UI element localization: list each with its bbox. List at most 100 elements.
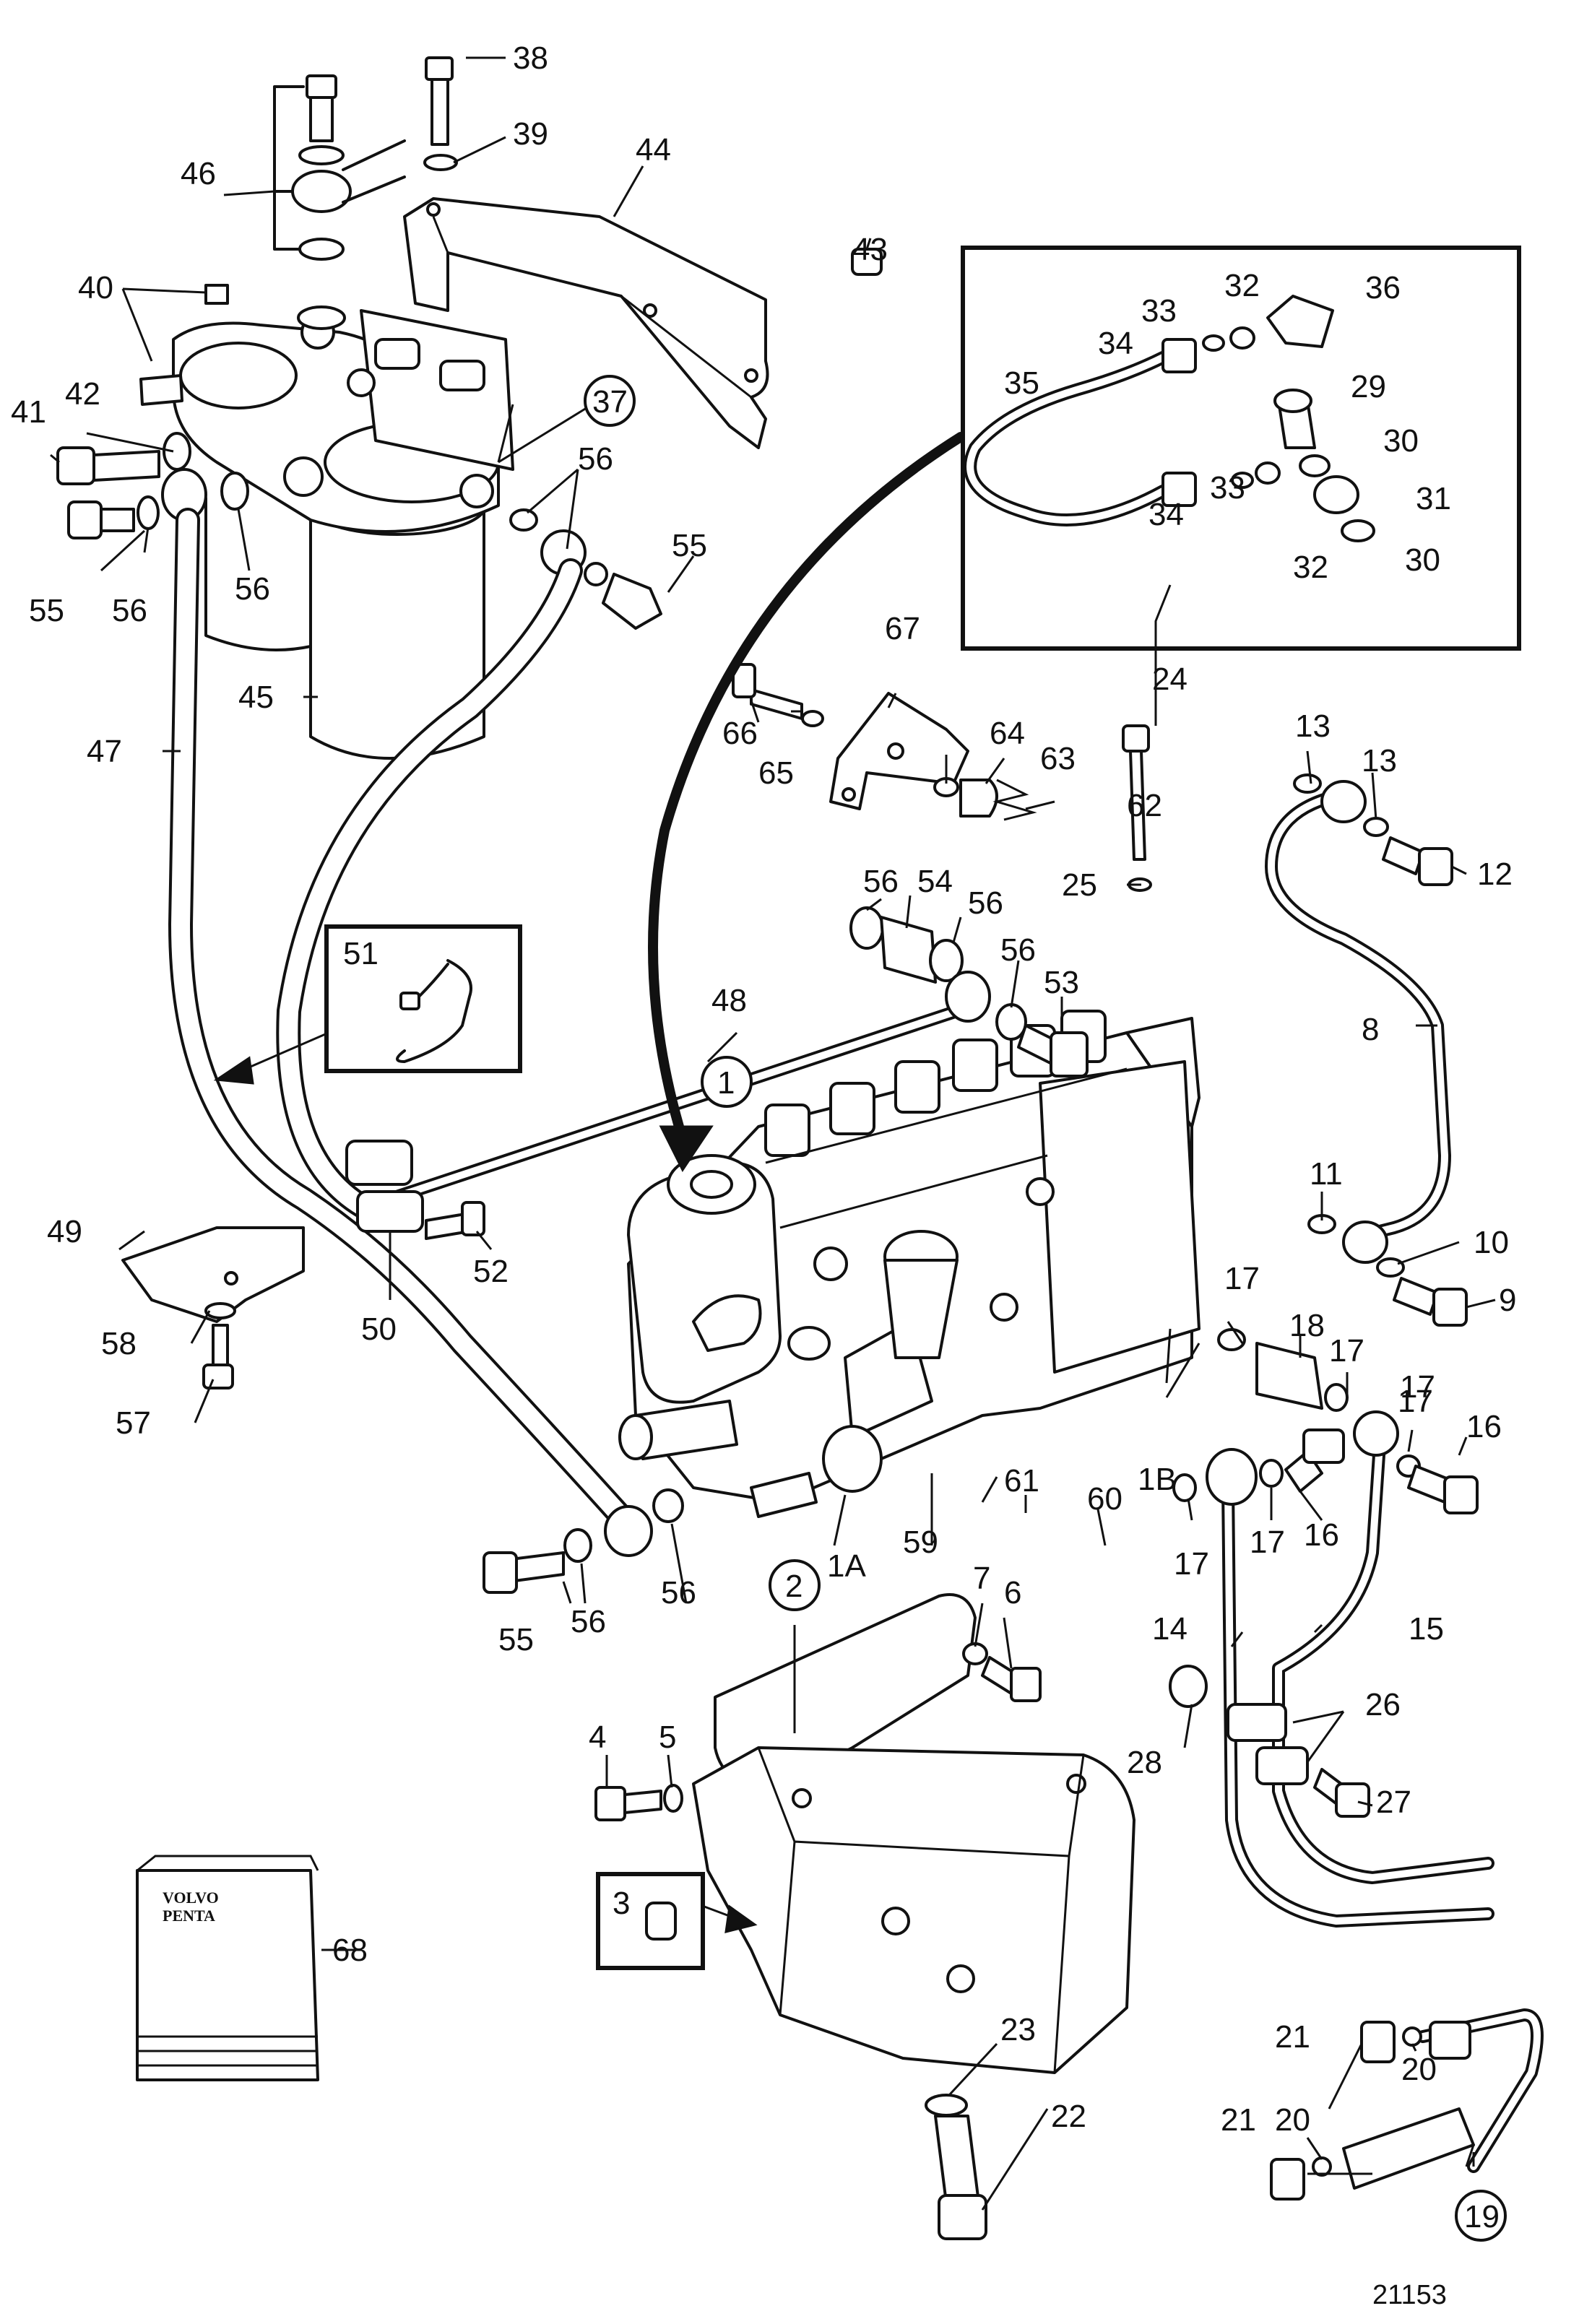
callout-16b: 16 [1304, 1517, 1339, 1553]
callout-66: 66 [722, 716, 758, 751]
inset-pipe-connectors [961, 246, 1521, 651]
callout-68: 68 [332, 1933, 368, 1968]
callout-63: 63 [1040, 741, 1076, 776]
callout-56b: 56 [235, 571, 270, 607]
callout-32a: 32 [1224, 268, 1260, 303]
callout-30a: 30 [1383, 423, 1419, 459]
callout-56f: 56 [1000, 932, 1036, 968]
callout-19: 19 [1464, 2199, 1500, 2234]
callout-11: 11 [1310, 1156, 1343, 1192]
callout-32b: 32 [1293, 550, 1328, 585]
callout-21b: 21 [1221, 2102, 1256, 2138]
callout-37: 37 [592, 384, 628, 420]
callout-34b: 34 [1148, 497, 1184, 532]
callout-8: 8 [1362, 1012, 1379, 1047]
callout-17f: 17 [1400, 1369, 1435, 1405]
callout-65: 65 [758, 755, 794, 791]
callout-47: 47 [87, 734, 122, 769]
inset-clip [324, 924, 522, 1073]
callout-60: 60 [1087, 1481, 1122, 1517]
callout-33b: 33 [1210, 470, 1245, 506]
callout-17b: 17 [1329, 1333, 1364, 1369]
callout-38: 38 [513, 40, 548, 76]
callout-45: 45 [238, 680, 274, 715]
callout-53: 53 [1044, 965, 1079, 1000]
callout-59: 59 [903, 1525, 938, 1560]
callout-55b: 55 [672, 528, 707, 563]
callout-1: 1 [717, 1065, 735, 1101]
callout-44: 44 [636, 132, 671, 168]
callout-56c: 56 [578, 441, 613, 477]
callout-21a: 21 [1275, 2019, 1310, 2055]
callout-46: 46 [181, 156, 216, 191]
drawing-reference-number: 21153 [1372, 2280, 1447, 2310]
callout-43: 43 [852, 232, 888, 267]
injection-pump [618, 1010, 1201, 1518]
callout-34a: 34 [1098, 326, 1133, 361]
callout-29: 29 [1351, 369, 1386, 404]
callout-48: 48 [711, 983, 747, 1018]
callout-40: 40 [78, 270, 113, 305]
callout-51: 51 [343, 936, 378, 971]
fuel-hoses [168, 508, 974, 1529]
callout-31: 31 [1416, 481, 1451, 516]
callout-12: 12 [1477, 857, 1513, 892]
callout-28: 28 [1127, 1745, 1162, 1780]
callout-39: 39 [513, 116, 548, 152]
callout-17a: 17 [1224, 1261, 1260, 1296]
inset-bushing [596, 1872, 705, 1970]
callout-18: 18 [1289, 1308, 1325, 1343]
callout-20b: 20 [1275, 2102, 1310, 2138]
filter-bracket [403, 197, 769, 449]
callout-17d: 17 [1174, 1546, 1209, 1582]
callout-56g: 56 [571, 1604, 606, 1639]
callout-9: 9 [1499, 1283, 1516, 1318]
callout-26: 26 [1365, 1687, 1401, 1722]
callout-3: 3 [613, 1886, 630, 1921]
callout-13a: 13 [1295, 708, 1331, 744]
callout-1a: 1A [827, 1548, 866, 1584]
callout-35: 35 [1004, 365, 1039, 401]
callout-25: 25 [1062, 867, 1097, 903]
callout-57: 57 [116, 1405, 151, 1441]
callout-56d: 56 [863, 864, 899, 899]
callout-24: 24 [1152, 662, 1187, 697]
callout-23: 23 [1000, 2012, 1036, 2047]
callout-17e: 17 [1250, 1525, 1285, 1560]
callout-55c: 55 [498, 1622, 534, 1657]
callout-7: 7 [973, 1561, 990, 1596]
callout-labels: 1 1A 1B 2 3 4 5 6 7 8 9 10 11 12 13 13 1… [11, 40, 1516, 2310]
callout-41: 41 [11, 394, 46, 430]
callout-56h: 56 [661, 1575, 696, 1610]
callout-5: 5 [659, 1720, 676, 1755]
callout-13b: 13 [1362, 743, 1397, 779]
callout-6: 6 [1004, 1575, 1021, 1610]
callout-42: 42 [65, 376, 100, 412]
callout-67: 67 [885, 611, 920, 646]
callout-36: 36 [1365, 270, 1401, 305]
callout-17c: 17 [1398, 1384, 1433, 1419]
callout-27: 27 [1376, 1785, 1411, 1820]
callout-62: 62 [1127, 788, 1162, 823]
callout-49: 49 [47, 1214, 82, 1249]
leader-lines [50, 56, 1496, 2211]
callout-56e: 56 [968, 885, 1003, 921]
callout-54: 54 [917, 864, 953, 899]
instruction-book: VOLVO PENTA [136, 1855, 319, 2081]
callout-16a: 16 [1466, 1409, 1502, 1444]
callout-33a: 33 [1141, 293, 1177, 329]
callout-56a: 56 [112, 593, 147, 628]
callout-64: 64 [990, 716, 1025, 751]
callout-1b: 1B [1138, 1462, 1177, 1497]
callout-2: 2 [785, 1569, 803, 1604]
callout-55a: 55 [29, 593, 64, 628]
callout-20a: 20 [1401, 2052, 1437, 2087]
manual-brand-line2: PENTA [163, 1907, 215, 1925]
callout-10: 10 [1474, 1225, 1509, 1260]
callout-61: 61 [1004, 1463, 1039, 1499]
callout-14: 14 [1152, 1611, 1187, 1647]
callout-52: 52 [473, 1254, 509, 1289]
callout-58: 58 [101, 1326, 137, 1361]
fuel-filter-assembly [139, 284, 514, 760]
